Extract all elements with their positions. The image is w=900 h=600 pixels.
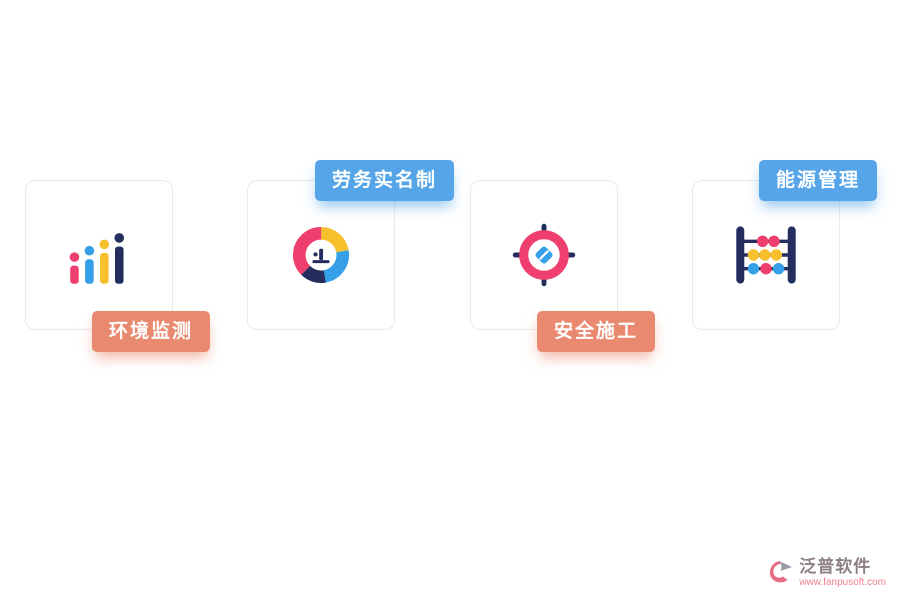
abacus-icon	[734, 223, 798, 287]
tag-energy-management[interactable]: 能源管理	[759, 160, 878, 201]
target-icon	[512, 223, 576, 287]
tag-environment-monitoring[interactable]: 环境监测	[92, 311, 211, 352]
footer-brand: 泛普软件 www.fanpusoft.com	[767, 557, 886, 588]
fanpu-logo-icon	[767, 559, 793, 585]
brand-name: 泛普软件	[799, 556, 872, 576]
bar-chart-icon	[67, 223, 131, 287]
brand-url[interactable]: www.fanpusoft.com	[799, 576, 886, 588]
card-energy-management[interactable]	[692, 180, 840, 330]
tag-safe-construction[interactable]: 安全施工	[537, 311, 656, 352]
donut-chart-icon	[289, 223, 353, 287]
card-environment-monitoring[interactable]	[25, 180, 173, 330]
tag-labor-realname[interactable]: 劳务实名制	[315, 160, 455, 201]
card-labor-realname[interactable]	[247, 180, 395, 330]
card-safe-construction[interactable]	[470, 180, 618, 330]
